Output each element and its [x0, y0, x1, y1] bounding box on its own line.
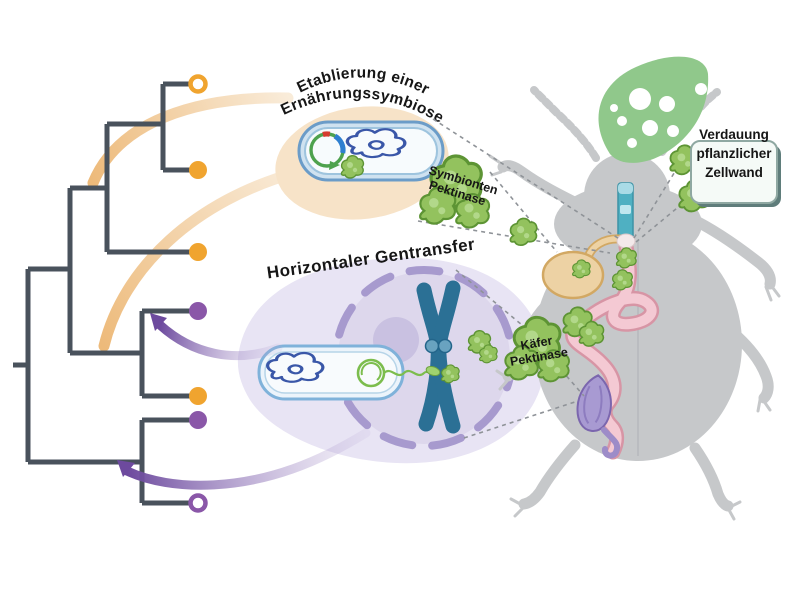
chewed-leaf-icon: [598, 56, 709, 163]
connector-gut-to-enzyme: [633, 169, 677, 239]
gene-transfer-arrows: [117, 313, 371, 490]
claw-icon: [509, 497, 525, 518]
host-cell-panel: Horizontaler Gentransfer: [237, 234, 545, 464]
claw-icon: [727, 500, 742, 521]
beetle-front-leg: [497, 160, 586, 211]
enzyme-blob-icon: [509, 217, 538, 247]
beetle-hind-leg: [689, 442, 734, 512]
gene-transfer-arc-1: [155, 320, 283, 361]
digestion-box-line2: pflanzlicher: [696, 146, 772, 161]
connector-enzyme-to-hindgut: [555, 363, 585, 397]
gut-junction: [616, 233, 636, 249]
phylogenetic-tree: [13, 74, 208, 513]
claw-icon: [764, 282, 781, 302]
connector-cell-to-hindgut: [463, 400, 579, 439]
digestion-box: Verdauung pflanzlicher Zellwand: [690, 127, 781, 207]
beetle-mid-leg: [724, 324, 774, 404]
antenna-icon: [530, 86, 600, 162]
hindgut-organ-icon: [576, 374, 612, 432]
hindgut-tail: [601, 427, 621, 459]
nucleus: [338, 272, 510, 444]
tree-branches: [13, 81, 191, 506]
arrowhead-icon: [150, 313, 167, 331]
digestion-box-line1: Verdauung: [699, 127, 769, 142]
gene-transfer-arc-2: [122, 428, 371, 490]
tree-tip-marker-orange: [189, 243, 207, 261]
chromosome-icon: [416, 280, 461, 434]
tree-tip-marker-orange: [189, 161, 207, 179]
connector-cell-to-gut: [432, 118, 622, 241]
transferred-gene-icon: [356, 358, 441, 388]
tree-tip-marker-purple: [189, 302, 207, 320]
tree-tip-marker-open-orange: [188, 74, 208, 94]
tree-tip-marker-purple: [189, 411, 207, 429]
beetle-front-leg: [684, 212, 776, 290]
digestion-box-line3: Zellwand: [705, 165, 763, 180]
claw-icon: [756, 398, 772, 413]
beetle-pectinase-line1: Käfer: [519, 333, 553, 352]
connector-enzyme-to-crop: [489, 171, 558, 253]
digestion-box-body: [690, 140, 778, 204]
tree-tip-marker-open-purple: [188, 493, 208, 513]
arrowhead-icon: [117, 460, 135, 477]
dashed-connectors: [417, 118, 689, 439]
bacterium-with-plasmid-icon: [297, 120, 445, 182]
plasmid-icon: [309, 131, 346, 170]
symbiosis-arc-2: [98, 166, 304, 352]
tree-tip-marker-orange: [189, 387, 207, 405]
connector-cell-to-enzyme: [455, 269, 523, 326]
beetle-hind-leg: [518, 439, 581, 510]
foregut-tube-icon: [617, 182, 634, 242]
claw-icon: [495, 369, 509, 391]
